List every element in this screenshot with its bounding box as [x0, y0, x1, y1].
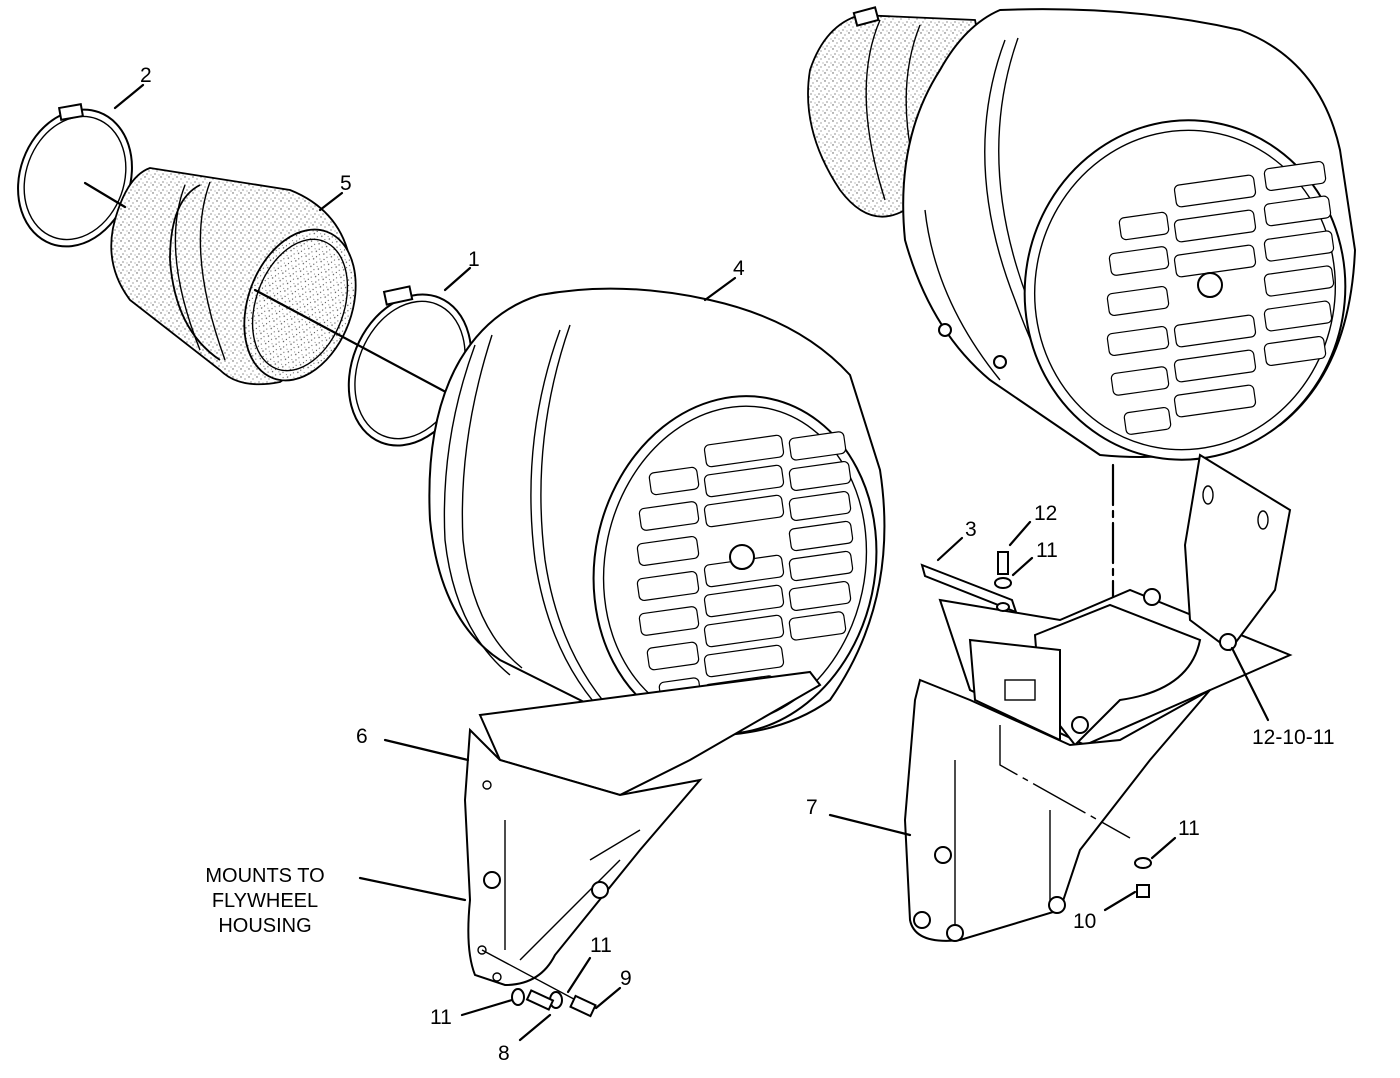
mounting-bracket-7	[903, 453, 1293, 942]
assembly-axis-line-a	[83, 181, 127, 209]
air-cleaner-4	[428, 287, 886, 737]
note-line-1: MOUNTS TO	[205, 865, 324, 887]
leader-lines	[113, 83, 1270, 1042]
air-inlet-hose-5	[110, 167, 357, 386]
bolt-hardware-left	[481, 949, 597, 1018]
grille-slots-left	[636, 431, 854, 707]
callout-5: 5	[340, 172, 352, 195]
callout-1: 1	[468, 248, 480, 271]
strap-3-hardware	[920, 551, 1018, 614]
grille-slots-right	[1106, 160, 1335, 435]
mounting-bracket-6	[463, 670, 822, 987]
right-air-cleaner	[902, 8, 1357, 461]
callout-12: 12	[1034, 502, 1057, 525]
callout-3: 3	[965, 518, 977, 541]
callout-11-right: 11	[1178, 817, 1200, 840]
callout-2: 2	[140, 64, 152, 87]
callout-12-10-11: 12-10-11	[1252, 726, 1335, 749]
nut-washer-hardware-right	[999, 725, 1152, 898]
callout-7: 7	[806, 796, 818, 819]
callout-11-left-upper: 11	[590, 934, 612, 957]
assembly-axis-line-b	[253, 288, 459, 400]
callout-8: 8	[498, 1042, 510, 1065]
callout-11-strap: 11	[1036, 539, 1058, 562]
callout-10: 10	[1073, 910, 1096, 933]
callout-9: 9	[620, 967, 632, 990]
mounting-note: MOUNTS TO FLYWHEEL HOUSING	[205, 865, 324, 937]
note-line-3: HOUSING	[218, 915, 311, 937]
callout-6: 6	[356, 725, 368, 748]
note-line-2: FLYWHEEL	[212, 890, 318, 912]
left-assembly	[17, 103, 886, 1018]
callout-11-left-lower: 11	[430, 1006, 452, 1029]
callout-4: 4	[733, 257, 745, 280]
right-assembly	[807, 6, 1357, 942]
